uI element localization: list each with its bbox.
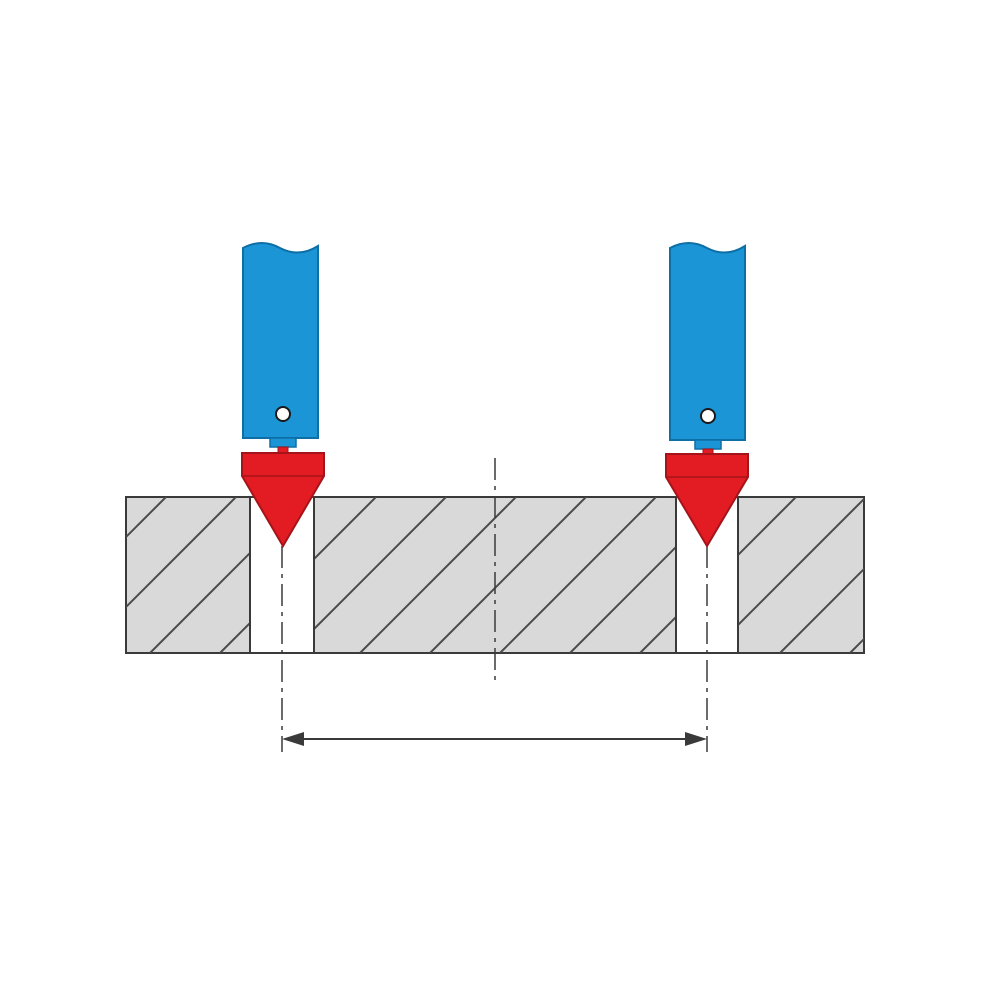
- center-distance-dimension: [282, 732, 707, 746]
- left-probe-shaft: [242, 242, 319, 439]
- right-probe: [665, 242, 749, 548]
- left-probe: [241, 242, 325, 548]
- dimension-arrow-left: [282, 732, 304, 746]
- left-probe-pin-hole: [275, 406, 291, 422]
- right-probe-pin-hole: [700, 408, 716, 424]
- dimension-arrow-right: [685, 732, 707, 746]
- right-probe-shaft: [669, 242, 746, 441]
- left-probe-collar: [269, 437, 297, 448]
- right-probe-collar: [694, 439, 722, 450]
